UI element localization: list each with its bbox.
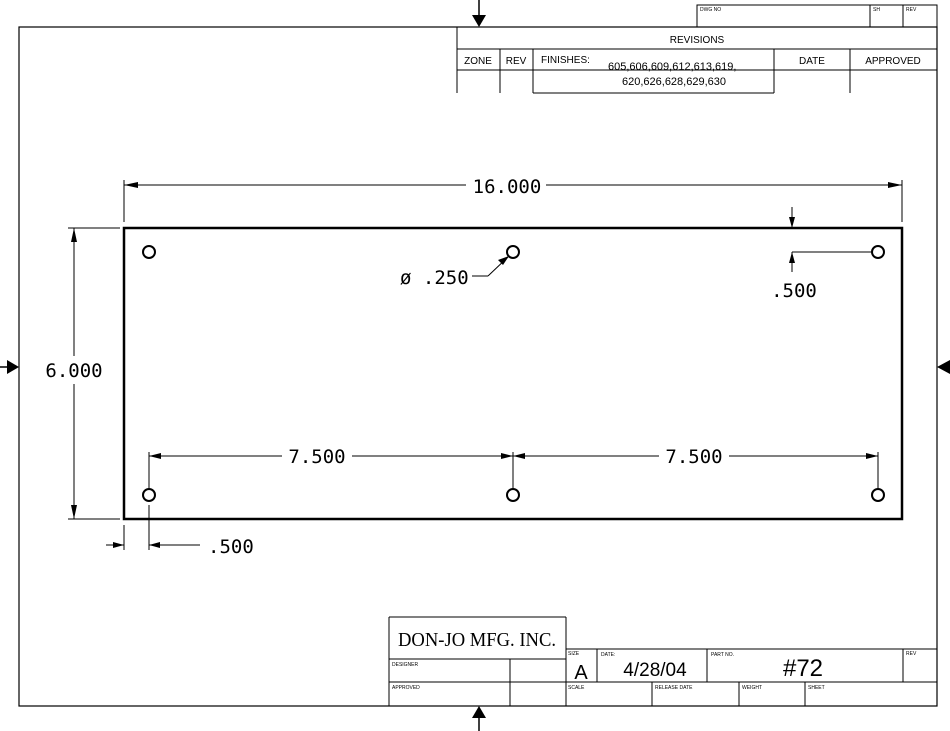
header-rev-label: REV xyxy=(906,7,917,13)
revisions-title: REVISIONS xyxy=(670,35,725,46)
overall-height-value: 6.000 xyxy=(45,360,102,382)
dim-left-offset: .500 xyxy=(106,505,254,558)
overall-width-value: 16.000 xyxy=(473,176,542,198)
dim-top-offset: .500 xyxy=(771,207,872,302)
finishes-line-2: 620,626,628,629,630 xyxy=(622,76,726,88)
dim-overall-height: 6.000 xyxy=(45,227,120,520)
spacing-right-value: 7.500 xyxy=(665,446,722,468)
revisions-block: REVISIONS ZONE REV FINISHES: 605,606,609… xyxy=(456,27,937,94)
title-block: DON-JO MFG. INC. DESIGNER APPROVED SIZE … xyxy=(388,616,937,706)
header-block: DWG NO SH REV xyxy=(696,4,938,28)
approved-label: APPROVED xyxy=(392,685,420,691)
dwg-no-label: DWG NO xyxy=(700,7,721,13)
hole-bottom-center xyxy=(506,488,520,502)
release-date-label: RELEASE DATE xyxy=(655,685,693,691)
date-header: DATE xyxy=(799,56,825,67)
company-name: DON-JO MFG. INC. xyxy=(398,629,556,651)
hole-bottom-right xyxy=(871,488,885,502)
sheet-border xyxy=(18,26,938,707)
finishes-line-1: 605,606,609,612,613,619, xyxy=(608,61,736,73)
date-label: DATE: xyxy=(601,652,615,658)
left-offset-value: .500 xyxy=(208,536,254,558)
right-center-arrow-icon xyxy=(937,360,950,374)
weight-label: WEIGHT xyxy=(742,685,762,691)
top-center-arrow-icon xyxy=(472,15,486,27)
hole-bottom-left xyxy=(142,488,156,502)
zone-header: ZONE xyxy=(464,56,492,67)
dim-hole-diameter: ø .250 xyxy=(400,256,509,289)
scale-label: SCALE xyxy=(568,685,585,691)
top-offset-value: .500 xyxy=(771,280,817,302)
size-label: SIZE xyxy=(568,651,580,657)
sh-label: SH xyxy=(873,7,880,13)
part-no-value: #72 xyxy=(783,655,823,682)
dim-hole-spacing: 7.500 7.500 xyxy=(148,446,879,488)
hole-top-right xyxy=(871,245,885,259)
date-value: 4/28/04 xyxy=(623,660,687,681)
dim-overall-width: 16.000 xyxy=(123,176,903,222)
spacing-left-value: 7.500 xyxy=(288,446,345,468)
plate-outline xyxy=(122,226,904,521)
designer-label: DESIGNER xyxy=(392,662,419,668)
part-no-label: PART NO. xyxy=(711,652,734,658)
hole-top-center xyxy=(506,245,520,259)
sheet-label: SHEET xyxy=(808,685,825,691)
size-value: A xyxy=(574,662,588,684)
hole-top-left xyxy=(142,245,156,259)
rev-header: REV xyxy=(506,56,527,67)
approved-header: APPROVED xyxy=(865,56,921,67)
holes xyxy=(142,245,885,502)
left-center-arrow-icon xyxy=(7,360,19,374)
finishes-label: FINISHES: xyxy=(541,55,590,66)
bottom-center-arrow-icon xyxy=(472,706,486,718)
title-rev-label: REV xyxy=(906,651,917,657)
hole-diameter-value: ø .250 xyxy=(400,267,469,289)
